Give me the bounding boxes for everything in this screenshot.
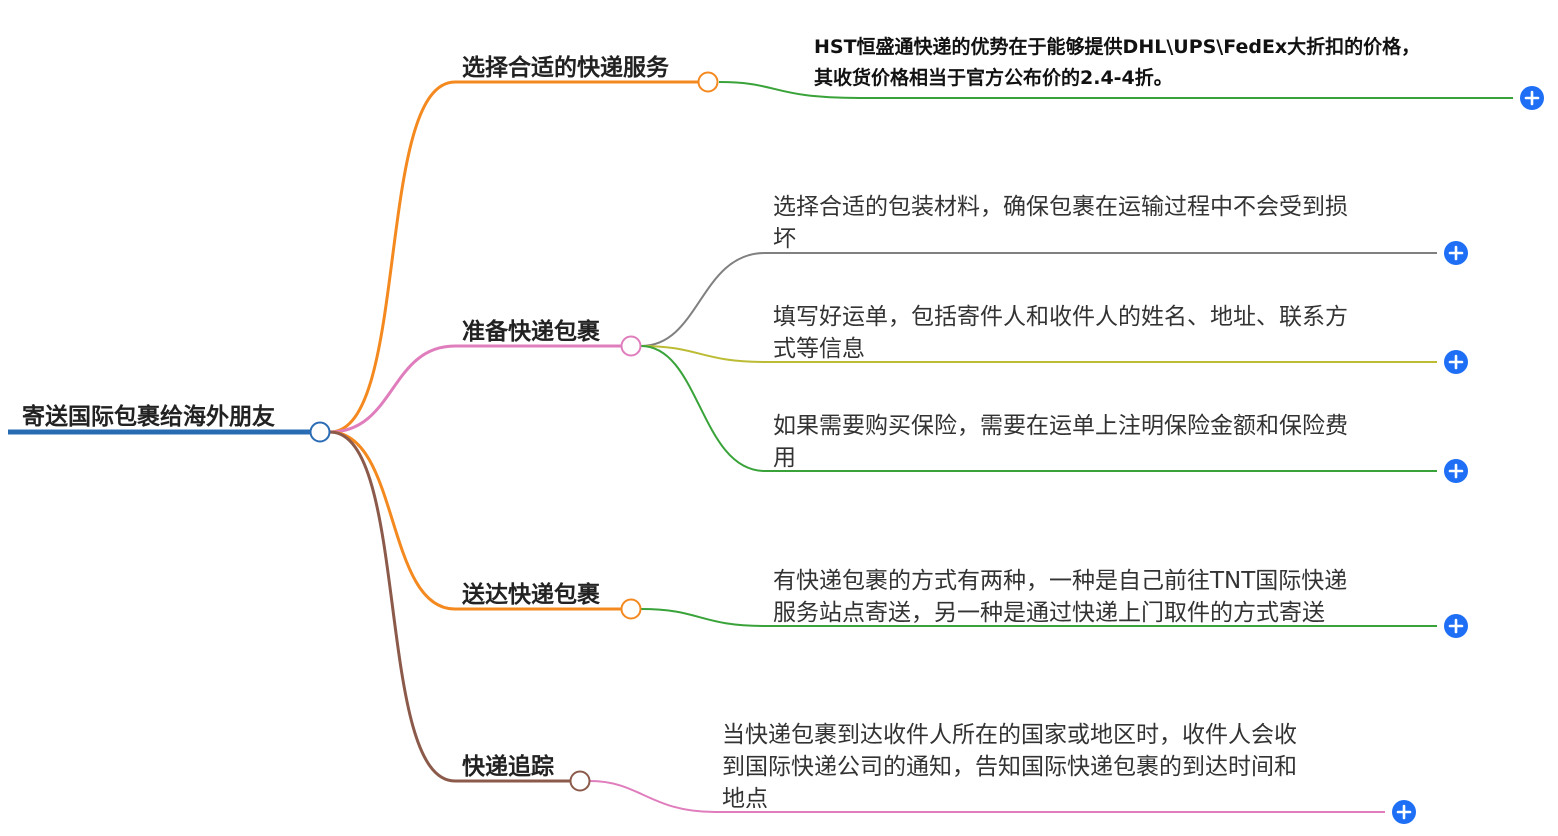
- expand-button-leaf-1-1[interactable]: [1520, 86, 1544, 110]
- plus-icon: [1524, 90, 1540, 106]
- leaf-2-3-text: 如果需要购买保险，需要在运单上注明保险金额和保险费 用: [773, 413, 1355, 471]
- leaf-2-3-line-2: 用: [773, 445, 796, 471]
- plus-icon: [1448, 245, 1464, 261]
- connector-branch-2-leaf-3: [640, 345, 1437, 472]
- branch-1-label: 选择合适的快递服务: [462, 54, 670, 81]
- leaf-2-1-line-1: 选择合适的包装材料，确保包裹在运输过程中不会受到损: [773, 194, 1348, 220]
- plus-icon: [1448, 618, 1464, 634]
- leaf-1-1-text: HST恒盛通快递的优势在于能够提供DHL\UPS\FedEx大折扣的价格， 其收…: [814, 35, 1427, 89]
- leaf-3-1-text: 有快递包裹的方式有两种，一种是自己前往TNT国际快递 服务站点寄送，另一种是通过…: [773, 568, 1355, 626]
- plus-icon: [1448, 463, 1464, 479]
- expand-button-leaf-2-3[interactable]: [1444, 459, 1468, 483]
- leaf-1-1-line-2: 其收货价格相当于官方公布价的2.4-4折。: [814, 66, 1173, 89]
- connector-branch-3-leaf-1: [640, 608, 1437, 627]
- connector-branch-1-leaf-1: [718, 81, 1513, 99]
- branch-2-label: 准备快递包裹: [462, 318, 601, 345]
- expand-button-leaf-3-1[interactable]: [1444, 614, 1468, 638]
- branch-3-connector-dot[interactable]: [620, 598, 642, 620]
- branch-1-connector-dot[interactable]: [697, 71, 719, 93]
- connector-root-branch-2: [329, 344, 456, 434]
- leaf-2-2-line-2: 式等信息: [773, 336, 865, 362]
- connector-root-branch-4: [329, 430, 456, 783]
- leaf-4-1-line-3: 地点: [722, 786, 768, 812]
- expand-button-leaf-2-1[interactable]: [1444, 241, 1468, 265]
- leaf-2-2-text: 填写好运单，包括寄件人和收件人的姓名、地址、联系方 式等信息: [773, 304, 1355, 362]
- leaf-2-3-line-1: 如果需要购买保险，需要在运单上注明保险金额和保险费: [773, 413, 1348, 439]
- connector-root-branch-3: [329, 430, 456, 611]
- branch-4-connector-dot[interactable]: [569, 770, 591, 792]
- leaf-1-1-line-1: HST恒盛通快递的优势在于能够提供DHL\UPS\FedEx大折扣的价格，: [814, 35, 1420, 58]
- leaf-2-1-text: 选择合适的包装材料，确保包裹在运输过程中不会受到损 坏: [773, 194, 1355, 252]
- leaf-2-2-line-1: 填写好运单，包括寄件人和收件人的姓名、地址、联系方: [773, 304, 1348, 330]
- leaf-3-1-line-1: 有快递包裹的方式有两种，一种是自己前往TNT国际快递: [773, 568, 1347, 594]
- connector-branch-4-leaf-1: [589, 780, 1385, 813]
- leaf-4-1-text: 当快递包裹到达收件人所在的国家或地区时，收件人会收 到国际快递公司的通知，告知国…: [722, 722, 1304, 812]
- root-label: 寄送国际包裹给海外朋友: [22, 403, 275, 430]
- branch-2-connector-dot[interactable]: [620, 335, 642, 357]
- expand-button-leaf-4-1[interactable]: [1392, 800, 1416, 824]
- expand-button-leaf-2-2[interactable]: [1444, 350, 1468, 374]
- leaf-2-1-line-2: 坏: [773, 226, 796, 252]
- leaf-3-1-line-2: 服务站点寄送，另一种是通过快递上门取件的方式寄送: [773, 600, 1325, 626]
- plus-icon: [1396, 804, 1412, 820]
- leaf-4-1-line-2: 到国际快递公司的通知，告知国际快递包裹的到达时间和: [722, 754, 1297, 780]
- root-connector-dot[interactable]: [309, 421, 331, 443]
- branch-3-label: 送达快递包裹: [462, 581, 601, 608]
- leaf-4-1-line-1: 当快递包裹到达收件人所在的国家或地区时，收件人会收: [722, 722, 1297, 748]
- connector-root-branch-1: [329, 80, 456, 434]
- connector-branch-2-leaf-2: [640, 345, 1437, 363]
- plus-icon: [1448, 354, 1464, 370]
- branch-4-label: 快递追踪: [462, 753, 554, 780]
- connector-branch-2-leaf-1: [640, 252, 1437, 347]
